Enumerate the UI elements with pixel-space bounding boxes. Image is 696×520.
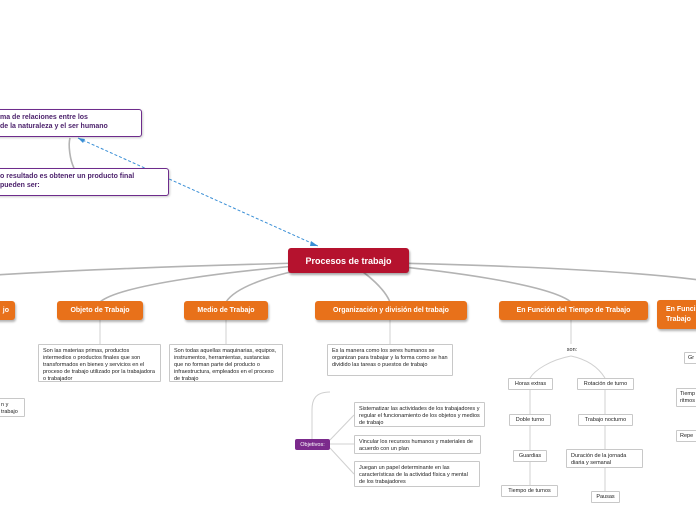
tiempo-item-duracion-jornada[interactable]: Duración de la jornada diaria y semanal xyxy=(566,449,643,468)
branch-node-organizacion-division[interactable]: Organización y división del trabajo xyxy=(315,301,467,320)
objeto-description[interactable]: Son las materias primas, productos inter… xyxy=(38,344,161,382)
definition-relations-node[interactable]: ma de relaciones entre los de la natural… xyxy=(0,109,142,137)
tiempo-item-doble-turno[interactable]: Doble turno xyxy=(509,414,551,426)
objetivos-label-node[interactable]: Objetivos: xyxy=(295,439,330,450)
tiempo-item-horas-extras[interactable]: Horas extras xyxy=(508,378,553,390)
branch-node-objeto-de-trabajo[interactable]: Objeto de Trabajo xyxy=(57,301,143,320)
tiempo-son-label[interactable]: son: xyxy=(561,345,583,355)
root-node-procesos-de-trabajo[interactable]: Procesos de trabajo xyxy=(288,248,409,273)
objetivo-item-vincular[interactable]: Vincular los recursos humanos y material… xyxy=(354,435,481,454)
right-item-partial-1[interactable]: Gr xyxy=(684,352,696,364)
branch-node-left-partial[interactable]: jo xyxy=(0,301,15,320)
medio-description[interactable]: Son todas aquellas maquinarias, equipos,… xyxy=(169,344,283,382)
branch-node-funcion-tiempo-trabajo[interactable]: En Función del Tiempo de Trabajo xyxy=(499,301,648,320)
objetivo-item-juegan[interactable]: Juegan un papel determinante en las cara… xyxy=(354,461,480,487)
tiempo-item-guardias[interactable]: Guardias xyxy=(513,450,547,462)
tiempo-item-rotacion-de-turno[interactable]: Rotación de turno xyxy=(577,378,634,390)
branch-node-right-partial[interactable]: En Funci Trabajo xyxy=(657,300,696,329)
tiempo-item-tiempo-de-turnos[interactable]: Tiempo de turnos xyxy=(501,485,558,497)
objetivo-item-sistematizar[interactable]: Sistematizar las actividades de los trab… xyxy=(354,402,485,427)
tiempo-item-pausas[interactable]: Pausas xyxy=(591,491,620,503)
right-item-partial-2[interactable]: Tiemp ritmos xyxy=(676,388,696,407)
tiempo-item-trabajo-nocturno[interactable]: Trabajo nocturno xyxy=(578,414,633,426)
definition-result-node[interactable]: o resultado es obtener un producto final… xyxy=(0,168,169,196)
right-item-partial-3[interactable]: Repe xyxy=(676,430,696,442)
left-partial-subnode[interactable]: n y trabajo xyxy=(0,398,25,417)
organizacion-description[interactable]: Es la manera como los seres humanos se o… xyxy=(327,344,453,376)
branch-node-medio-de-trabajo[interactable]: Medio de Trabajo xyxy=(184,301,268,320)
